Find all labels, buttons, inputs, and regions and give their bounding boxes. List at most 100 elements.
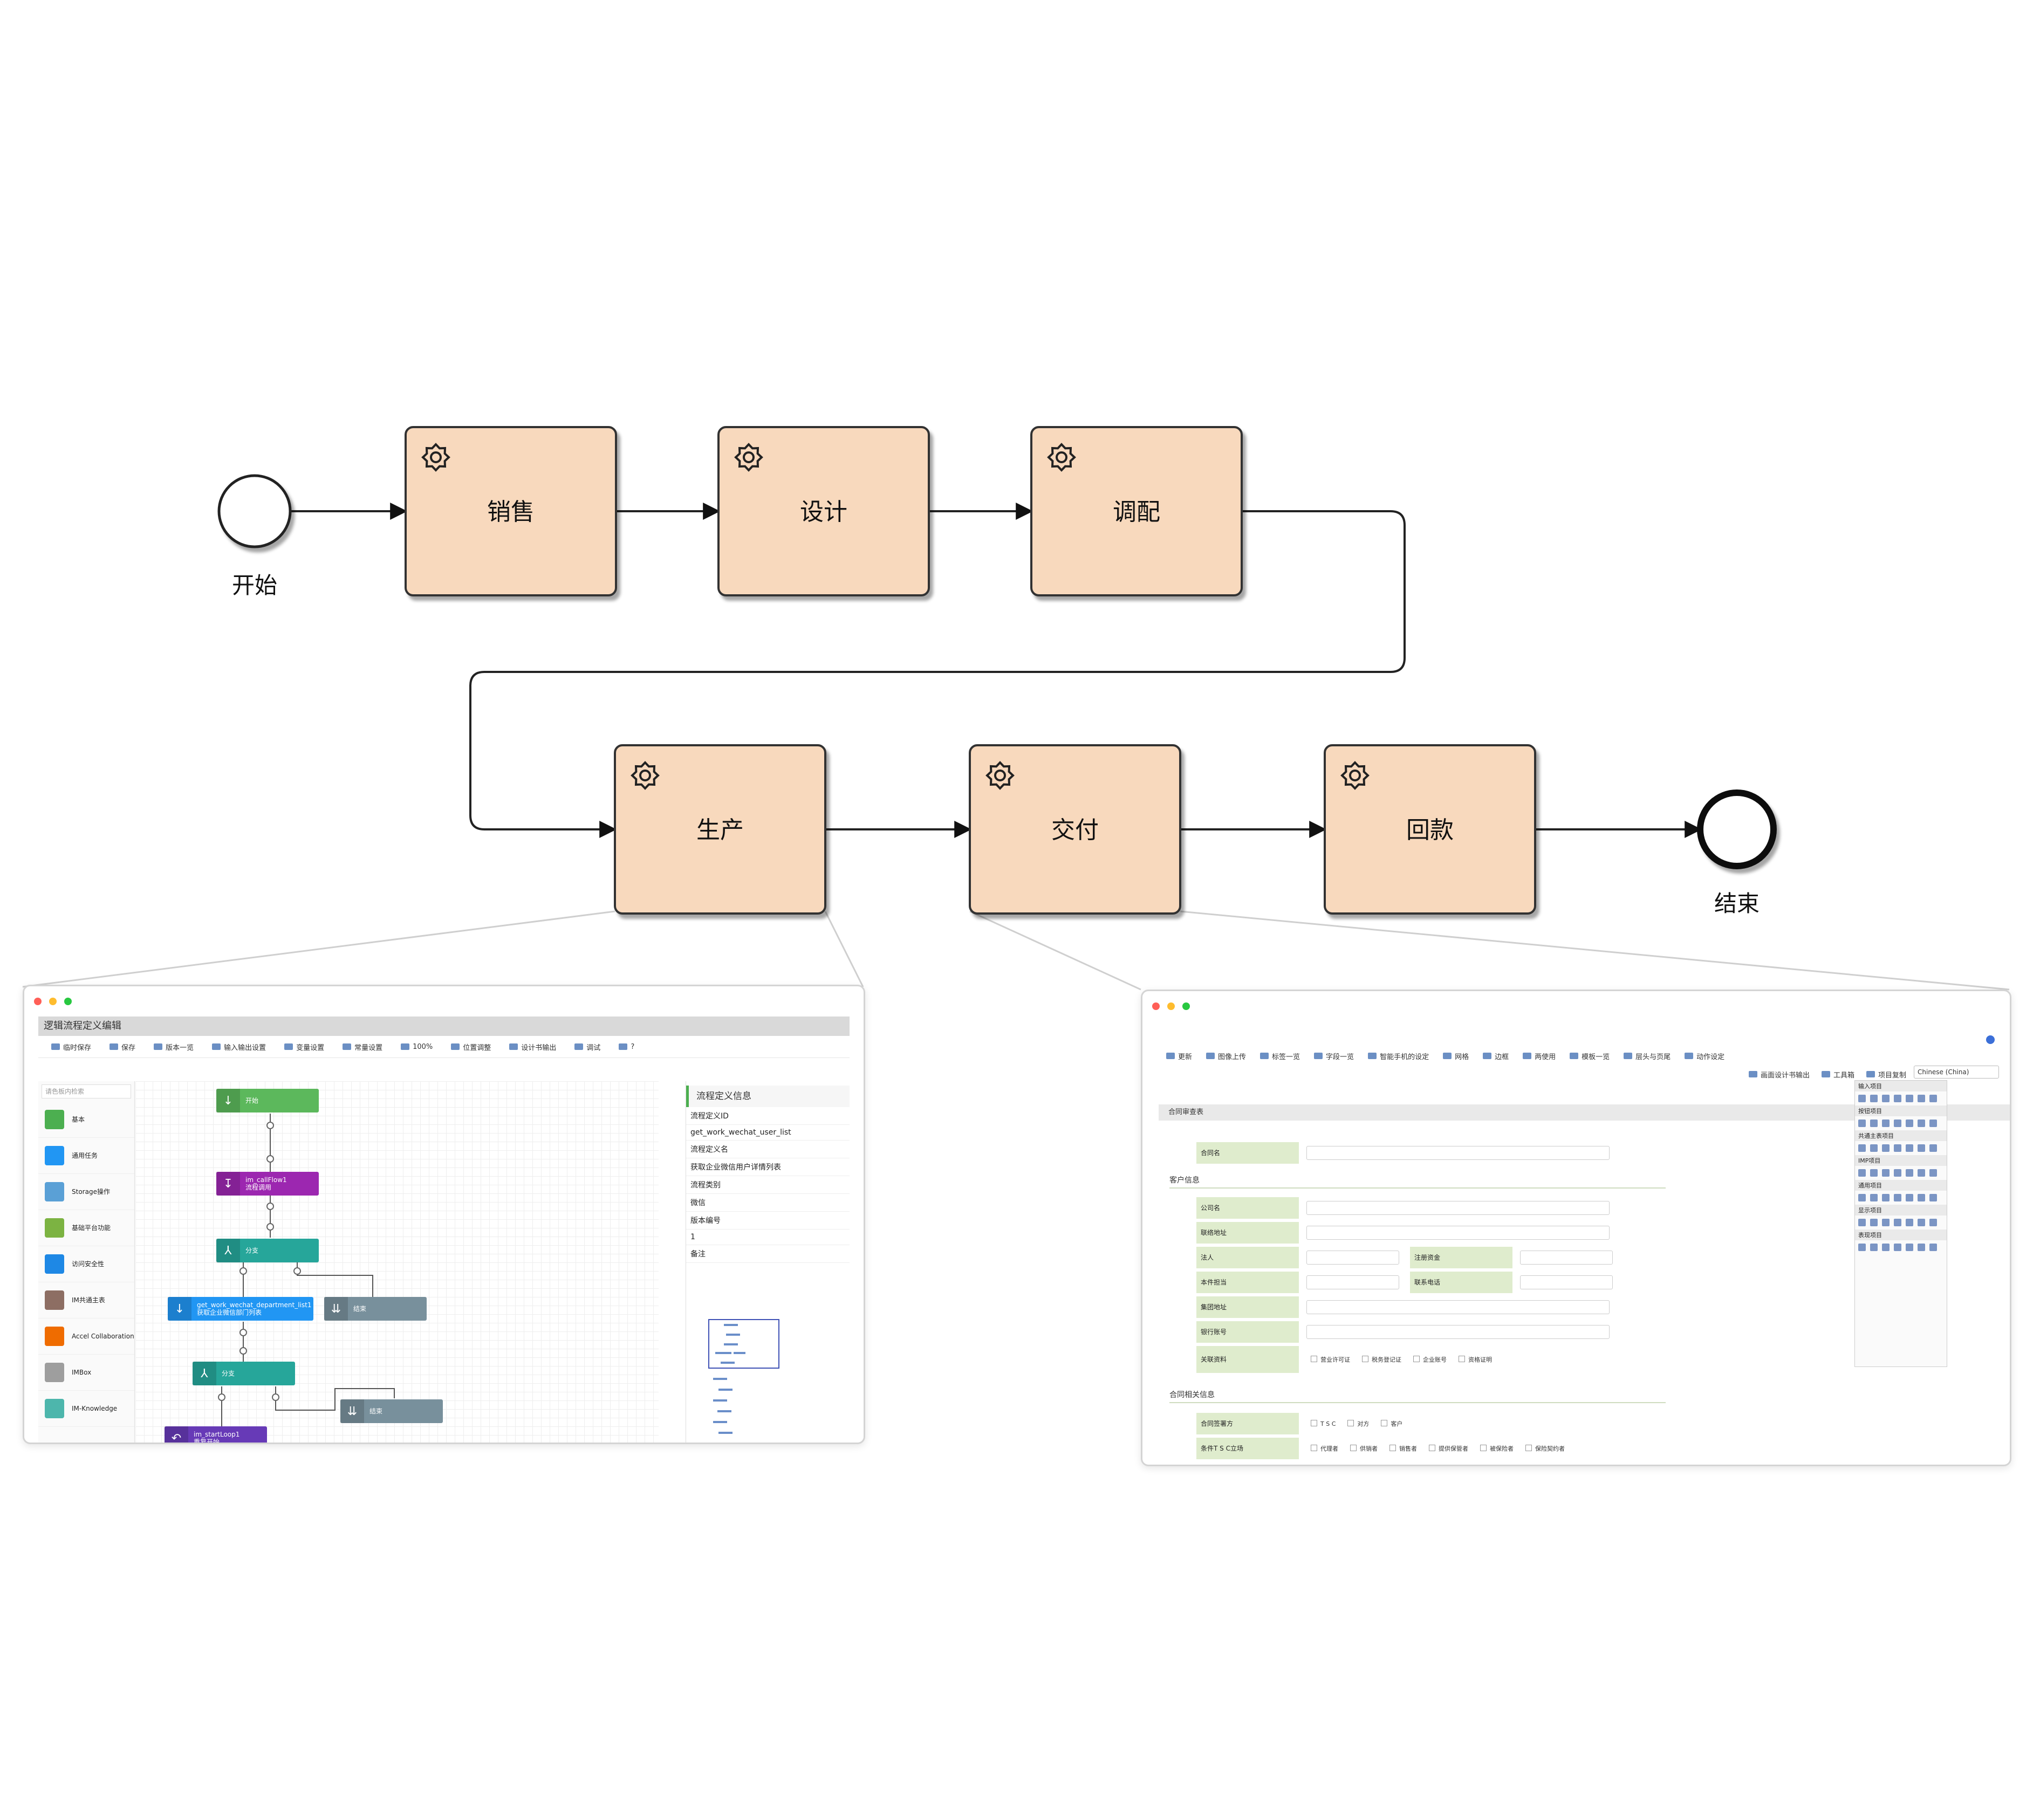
widget-icon[interactable] — [1870, 1219, 1878, 1226]
designer-toolbar-item-4[interactable]: 智能手机的设定 — [1368, 1051, 1429, 1061]
task-box[interactable] — [969, 744, 1181, 915]
text-input[interactable] — [1306, 1146, 1610, 1160]
widget-icon[interactable] — [1858, 1244, 1866, 1251]
toolbar-item-5[interactable]: 常量设置 — [343, 1042, 382, 1052]
widget-icon[interactable] — [1929, 1144, 1937, 1152]
widget-icon[interactable] — [1918, 1120, 1925, 1127]
node-end-2[interactable]: ⇊ 结束 — [340, 1399, 443, 1423]
node-end-1[interactable]: ⇊ 结束 — [324, 1297, 427, 1321]
widget-icon[interactable] — [1906, 1244, 1913, 1251]
toolbar-item-10[interactable]: ? — [619, 1043, 634, 1051]
designer-toolbar-item-5[interactable]: 网格 — [1443, 1051, 1469, 1061]
widget-icon[interactable] — [1929, 1120, 1937, 1127]
palette-item-5[interactable]: IM共通主表 — [38, 1282, 134, 1318]
text-input[interactable] — [1306, 1226, 1610, 1240]
toolbox-section-header[interactable]: 通用项目 — [1855, 1180, 1947, 1191]
widget-icon[interactable] — [1906, 1120, 1913, 1127]
widget-icon[interactable] — [1870, 1194, 1878, 1201]
toolbar-item-2[interactable]: 版本一览 — [154, 1042, 194, 1052]
widget-icon[interactable] — [1858, 1194, 1866, 1201]
toolbox-section-header[interactable]: IMP项目 — [1855, 1155, 1947, 1166]
toolbox-section-header[interactable]: 按钮项目 — [1855, 1105, 1947, 1116]
widget-icon[interactable] — [1929, 1194, 1937, 1201]
toolbar-item-9[interactable]: 调试 — [574, 1042, 600, 1052]
designer-toolbar-item-6[interactable]: 边框 — [1483, 1051, 1509, 1061]
toolbar-item-1[interactable]: 保存 — [109, 1042, 135, 1052]
widget-icon[interactable] — [1870, 1144, 1878, 1152]
checkbox[interactable]: 供销者 — [1350, 1444, 1378, 1453]
widget-icon[interactable] — [1894, 1095, 1901, 1102]
property-row[interactable]: 1 — [686, 1230, 850, 1245]
widget-icon[interactable] — [1929, 1219, 1937, 1226]
widget-icon[interactable] — [1929, 1244, 1937, 1251]
designer-toolbar-item-8[interactable]: 模板一览 — [1570, 1051, 1610, 1061]
designer-toolbar-item-1[interactable]: 图像上传 — [1206, 1051, 1246, 1061]
widget-icon[interactable] — [1918, 1194, 1925, 1201]
minimize-dot-icon[interactable] — [49, 998, 57, 1005]
checkbox[interactable]: 企业账号 — [1413, 1355, 1447, 1364]
node-branch-2[interactable]: ⅄ 分支 — [193, 1362, 295, 1385]
widget-icon[interactable] — [1906, 1219, 1913, 1226]
designer-toolbar-item-10[interactable]: 动作设定 — [1685, 1051, 1724, 1061]
toolbox-section-header[interactable]: 输入项目 — [1855, 1081, 1947, 1091]
task-3[interactable]: 生产 — [614, 744, 826, 915]
widget-icon[interactable] — [1906, 1194, 1913, 1201]
text-input[interactable] — [1520, 1251, 1613, 1265]
widget-icon[interactable] — [1858, 1144, 1866, 1152]
task-1[interactable]: 设计 — [717, 426, 930, 596]
start-event[interactable] — [217, 474, 292, 548]
designer-toolbar2-item-0[interactable]: 画面设计书输出 — [1749, 1069, 1810, 1080]
checkbox[interactable]: 税务登记证 — [1362, 1355, 1401, 1364]
widget-icon[interactable] — [1918, 1244, 1925, 1251]
widget-icon[interactable] — [1918, 1095, 1925, 1102]
widget-icon[interactable] — [1882, 1244, 1890, 1251]
widget-icon[interactable] — [1870, 1095, 1878, 1102]
palette-item-8[interactable]: IM-Knowledge — [38, 1391, 134, 1427]
task-box[interactable] — [405, 426, 617, 596]
help-icon[interactable] — [1986, 1035, 1995, 1044]
palette-item-0[interactable]: 基本 — [38, 1102, 134, 1138]
checkbox[interactable]: 对方 — [1347, 1419, 1369, 1428]
designer-toolbar-item-2[interactable]: 标签一览 — [1260, 1051, 1300, 1061]
designer-toolbar-item-9[interactable]: 层头与页尾 — [1624, 1051, 1671, 1061]
designer-toolbar-item-3[interactable]: 字段一览 — [1314, 1051, 1354, 1061]
toolbox-section-header[interactable]: 显示项目 — [1855, 1205, 1947, 1215]
widget-icon[interactable] — [1906, 1144, 1913, 1152]
text-input[interactable] — [1306, 1325, 1610, 1339]
widget-icon[interactable] — [1894, 1219, 1901, 1226]
toolbar-item-7[interactable]: 位置调整 — [451, 1042, 491, 1052]
designer-toolbar-item-7[interactable]: 两使用 — [1523, 1051, 1556, 1061]
widget-icon[interactable] — [1870, 1169, 1878, 1177]
property-row[interactable]: 获取企业微信用户详情列表 — [686, 1158, 850, 1176]
widget-icon[interactable] — [1906, 1095, 1913, 1102]
close-dot-icon[interactable] — [34, 998, 42, 1005]
text-input[interactable] — [1306, 1275, 1399, 1289]
widget-icon[interactable] — [1894, 1244, 1901, 1251]
checkbox[interactable]: 资格证明 — [1459, 1355, 1492, 1364]
checkbox[interactable]: 保险契约者 — [1525, 1444, 1565, 1453]
end-event[interactable] — [1697, 789, 1777, 869]
widget-icon[interactable] — [1858, 1169, 1866, 1177]
widget-icon[interactable] — [1918, 1169, 1925, 1177]
widget-icon[interactable] — [1882, 1144, 1890, 1152]
widget-icon[interactable] — [1894, 1144, 1901, 1152]
task-5[interactable]: 回款 — [1324, 744, 1536, 915]
widget-icon[interactable] — [1858, 1095, 1866, 1102]
toolbox-section-header[interactable]: 共通主表项目 — [1855, 1130, 1947, 1141]
maximize-dot-icon[interactable] — [64, 998, 72, 1005]
widget-icon[interactable] — [1858, 1219, 1866, 1226]
checkbox[interactable]: 营业许可证 — [1311, 1355, 1350, 1364]
toolbar-item-4[interactable]: 变量设置 — [284, 1042, 324, 1052]
checkbox[interactable]: T S C — [1311, 1420, 1336, 1427]
widget-icon[interactable] — [1882, 1219, 1890, 1226]
palette-item-3[interactable]: 基础平台功能 — [38, 1210, 134, 1246]
designer-toolbar2-item-2[interactable]: 项目复制 — [1866, 1069, 1906, 1080]
toolbar-item-3[interactable]: 输入输出设置 — [212, 1042, 266, 1052]
minimize-dot-icon[interactable] — [1167, 1002, 1175, 1010]
widget-icon[interactable] — [1858, 1120, 1866, 1127]
palette-item-7[interactable]: IMBox — [38, 1355, 134, 1391]
